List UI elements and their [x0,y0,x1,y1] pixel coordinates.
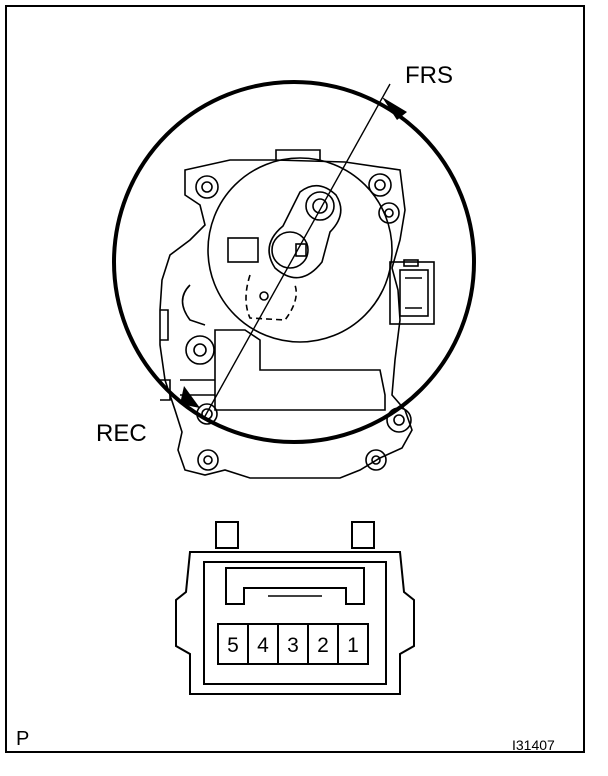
wiring-connector [175,521,415,695]
pin-number-1: 1 [347,634,359,657]
side-connector [389,259,435,325]
rec-label: REC [96,420,147,447]
rotation-axis-line [203,83,391,419]
rec-arrowhead [180,386,200,408]
view-marker-label: P [16,728,30,750]
figure-code-label: I31407 [512,737,555,753]
pin-cell [337,623,369,665]
frs-label: FRS [405,62,453,89]
pin-number-5: 5 [227,634,239,657]
page-border [5,5,585,753]
pin-number-2: 2 [317,634,329,657]
actuator-body [159,149,413,479]
pin-number-3: 3 [287,634,299,657]
pin-number-4: 4 [257,634,269,657]
frs-arrowhead [382,97,407,120]
rotation-range-arc [112,80,476,444]
lever-arm [245,184,342,321]
